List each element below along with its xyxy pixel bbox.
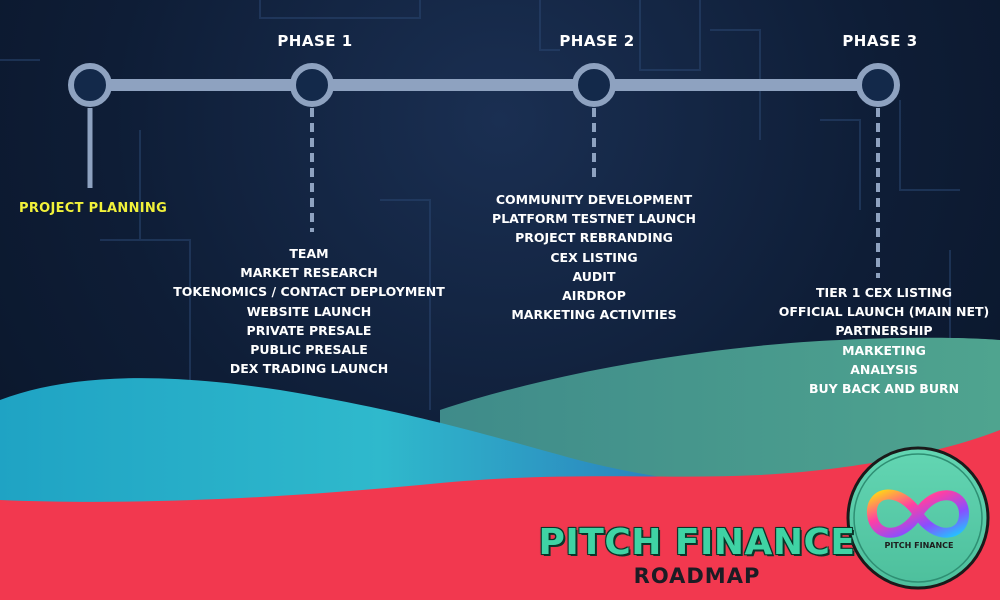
phase1-title: PHASE 1 <box>277 32 353 50</box>
list-item: DEX TRADING LAUNCH <box>229 361 389 377</box>
red-wave <box>0 430 1000 600</box>
list-item: CEX LISTING <box>550 249 638 265</box>
phase2-node <box>572 63 616 107</box>
timeline <box>68 63 900 278</box>
list-item: MARKETING <box>842 342 926 358</box>
list-item: AIRDROP <box>562 288 626 304</box>
list-item: MARKET RESEARCH <box>240 265 378 281</box>
list-item: TOKENOMICS / CONTACT DEPLOYMENT <box>173 284 445 300</box>
phase3-node <box>856 63 900 107</box>
list-item: AUDIT <box>572 268 616 284</box>
list-item: PRIVATE PRESALE <box>246 322 372 338</box>
phase1-list: TEAM MARKET RESEARCH TOKENOMICS / CONTAC… <box>173 244 445 378</box>
phase1-node <box>290 63 334 107</box>
list-item: TIER 1 CEX LISTING <box>816 285 952 300</box>
infinity-icon <box>867 489 969 538</box>
list-item: MARKETING ACTIVITIES <box>511 307 677 323</box>
brand-title: PITCH FINANCE <box>538 522 856 563</box>
list-item: WEBSITE LAUNCH <box>246 303 372 319</box>
list-item: PUBLIC PRESALE <box>250 342 368 358</box>
circuit-lines <box>0 0 960 410</box>
phase3-title: PHASE 3 <box>842 32 918 50</box>
list-item: COMMUNITY DEVELOPMENT <box>495 192 693 207</box>
phase2-list: COMMUNITY DEVELOPMENT PLATFORM TESTNET L… <box>492 190 696 324</box>
phase2-title: PHASE 2 <box>559 32 635 50</box>
list-item: ANALYSIS <box>850 361 918 377</box>
roadmap-subtitle: ROADMAP <box>633 564 761 588</box>
project-planning-label: PROJECT PLANNING <box>19 201 168 216</box>
phase3-list: TIER 1 CEX LISTING OFFICIAL LAUNCH (MAIN… <box>779 283 990 398</box>
list-item: BUY BACK AND BURN <box>808 381 960 397</box>
list-item: OFFICIAL LAUNCH (MAIN NET) <box>778 304 990 320</box>
logo-label: PITCH FINANCE <box>884 541 954 550</box>
start-node <box>68 63 112 107</box>
list-item: PLATFORM TESTNET LAUNCH <box>492 211 696 227</box>
list-item: PROJECT REBRANDING <box>515 230 673 246</box>
list-item: PARTNERSHIP <box>835 323 933 339</box>
logo <box>846 446 990 590</box>
list-item: TEAM <box>289 246 329 261</box>
